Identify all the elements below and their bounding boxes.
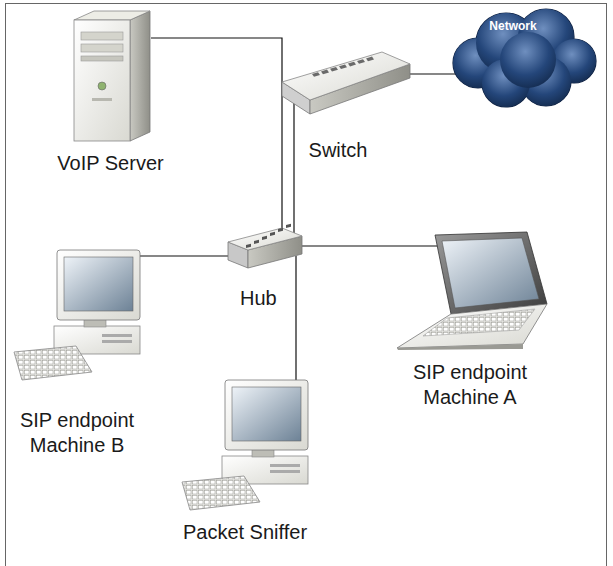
network-cable bbox=[151, 38, 282, 240]
device-label: Hub bbox=[240, 286, 295, 311]
cloud-label: Network bbox=[458, 19, 568, 33]
outer-border bbox=[6, 4, 607, 566]
network-cable bbox=[140, 255, 229, 256]
hub-node: Hub bbox=[228, 228, 302, 276]
switch-icon bbox=[282, 52, 410, 122]
desktop-computer-icon bbox=[12, 250, 142, 380]
desktop-computer-icon bbox=[180, 380, 310, 510]
network-cable bbox=[408, 73, 458, 74]
network-cable bbox=[301, 245, 439, 246]
laptop-icon bbox=[395, 232, 550, 350]
network-cable bbox=[293, 102, 294, 238]
hub-icon bbox=[228, 228, 302, 276]
device-label: SIP endpoint Machine A bbox=[395, 360, 545, 410]
switch-node: Switch bbox=[282, 52, 410, 122]
cloud-node: Network bbox=[448, 5, 598, 110]
laptop-node: SIP endpoint Machine A bbox=[395, 232, 550, 350]
server-node: VoIP Server bbox=[68, 8, 153, 143]
device-label: Switch bbox=[274, 138, 402, 163]
desktop-node: Packet Sniffer bbox=[180, 380, 310, 510]
server-tower-icon bbox=[68, 8, 153, 143]
desktop-node: SIP endpoint Machine B bbox=[12, 250, 142, 380]
network-cable bbox=[295, 256, 296, 381]
device-label: Packet Sniffer bbox=[170, 520, 320, 545]
device-label: VoIP Server bbox=[38, 151, 183, 176]
device-label: SIP endpoint Machine B bbox=[2, 408, 152, 458]
